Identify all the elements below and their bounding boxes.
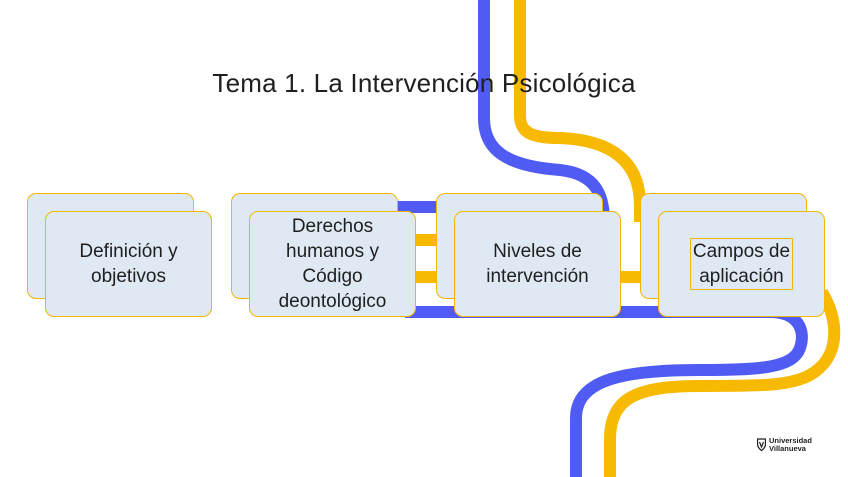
blue-ribbon-bottom xyxy=(570,306,808,477)
university-logo-text: Universidad Villanueva xyxy=(769,436,812,453)
slide-title: Tema 1. La Intervención Psicológica xyxy=(212,68,636,98)
blue-ribbon-top xyxy=(478,0,610,223)
yellow-ribbon-top xyxy=(514,0,646,222)
blue-connector-top xyxy=(395,201,440,213)
yellow-ribbon-bottom xyxy=(604,288,841,477)
university-logo: Universidad Villanueva xyxy=(757,434,829,456)
university-shield-icon xyxy=(757,438,766,452)
